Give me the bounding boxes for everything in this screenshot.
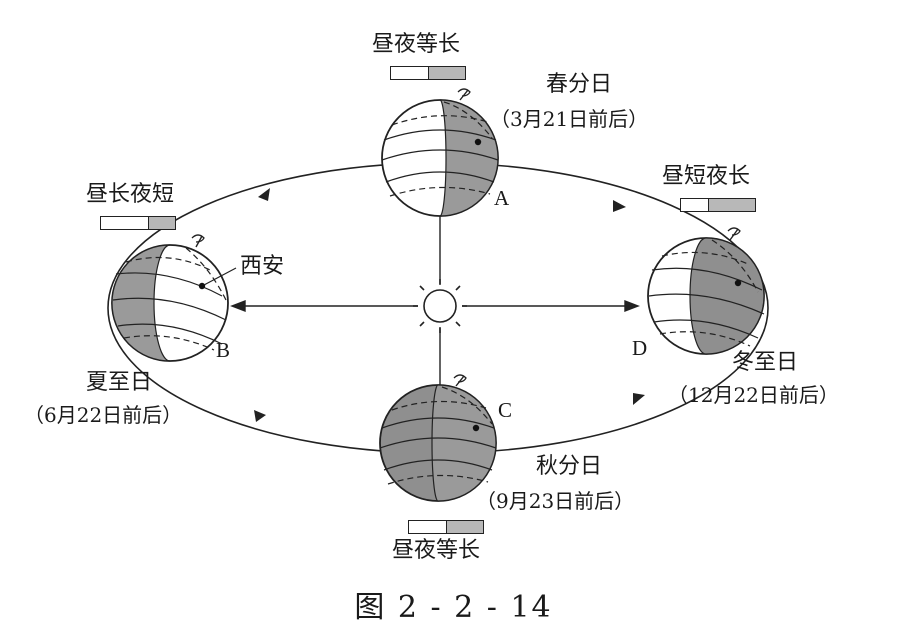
bar-day: [681, 199, 708, 211]
bar-night: [148, 217, 175, 229]
daylight-bar-D: [680, 198, 756, 212]
xian-dot: [474, 138, 482, 146]
bar-night: [428, 67, 465, 79]
rotation-arrow-icon: [191, 234, 205, 243]
orbit-arrow: [258, 188, 270, 201]
earth-D: [647, 227, 765, 355]
xian-dot: [734, 279, 742, 287]
earth-B: [111, 234, 229, 362]
date-label-A: （3月21日前后）: [490, 107, 649, 131]
daylight-label-B: 昼长夜短: [86, 182, 175, 207]
daylight-bar-B: [100, 216, 176, 230]
xian-dot: [472, 424, 480, 432]
xian-leader-line: [203, 267, 237, 286]
daylight-label-D: 昼短夜长: [662, 164, 751, 189]
term-label-A: 春分日: [546, 72, 613, 97]
date-label-B: （6月22日前后）: [24, 403, 183, 427]
bar-night: [446, 521, 483, 533]
earth-C: [379, 374, 497, 502]
rotation-arrow-icon: [453, 374, 467, 383]
daylight-label-C: 昼夜等长: [392, 538, 481, 563]
bar-night: [707, 199, 755, 211]
position-letter-C: C: [498, 398, 513, 422]
xian-dot: [198, 282, 206, 290]
term-label-D: 冬至日: [732, 350, 799, 375]
orbit-arrow: [613, 200, 626, 212]
earth-A: [381, 88, 499, 217]
daylight-bar-C: [408, 520, 484, 534]
sun-icon: [413, 279, 467, 333]
bar-day: [391, 67, 428, 79]
orbit-arrow: [254, 410, 266, 422]
position-letter-D: D: [632, 336, 648, 360]
position-letter-A: A: [494, 186, 510, 210]
rotation-arrow-icon: [457, 88, 471, 97]
figure-caption: 图 2 - 2 - 14: [354, 590, 553, 625]
daylight-bar-A: [390, 66, 466, 80]
term-label-C: 秋分日: [536, 454, 603, 479]
rotation-arrow-icon: [727, 227, 741, 236]
position-letter-B: B: [216, 338, 231, 362]
daylight-label-A: 昼夜等长: [372, 32, 461, 57]
bar-day: [409, 521, 446, 533]
orbit-arrow: [633, 393, 645, 405]
date-label-D: （12月22日前后）: [668, 383, 839, 407]
location-label: 西安: [240, 254, 285, 279]
term-label-B: 夏至日: [86, 370, 153, 395]
bar-day: [101, 217, 149, 229]
date-label-C: （9月23日前后）: [476, 489, 635, 513]
orbit-direction-arrows: [254, 188, 645, 422]
